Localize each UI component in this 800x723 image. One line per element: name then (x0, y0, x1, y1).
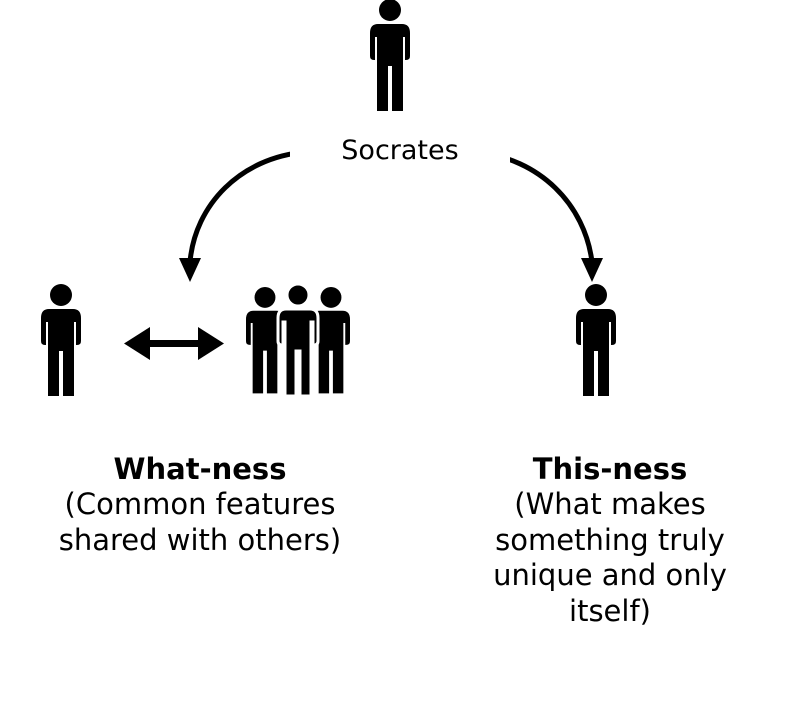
socrates-label: Socrates (290, 135, 510, 168)
this-ness-line-1: (What makes (514, 487, 706, 522)
what-ness-line-2: shared with others) (58, 522, 342, 557)
this-ness-block: This-ness (What makes something truly un… (420, 452, 800, 629)
double-headed-arrow-icon (124, 327, 224, 360)
what-ness-line-1: (Common features (64, 487, 336, 522)
left-curved-arrow-icon (179, 149, 308, 282)
what-ness-block: What-ness (Common features shared with o… (10, 452, 390, 558)
this-ness-line-2: something truly (495, 522, 725, 557)
right-person-icon (576, 284, 616, 396)
what-ness-title: What-ness (113, 452, 287, 486)
left-person-icon (41, 284, 81, 396)
right-curved-arrow-icon (472, 149, 603, 282)
this-ness-line-3: unique and only (493, 558, 727, 593)
this-ness-title: This-ness (532, 452, 688, 486)
this-ness-line-4: itself) (569, 593, 651, 628)
group-of-people-icon (246, 282, 350, 398)
socrates-person-icon (370, 0, 410, 111)
